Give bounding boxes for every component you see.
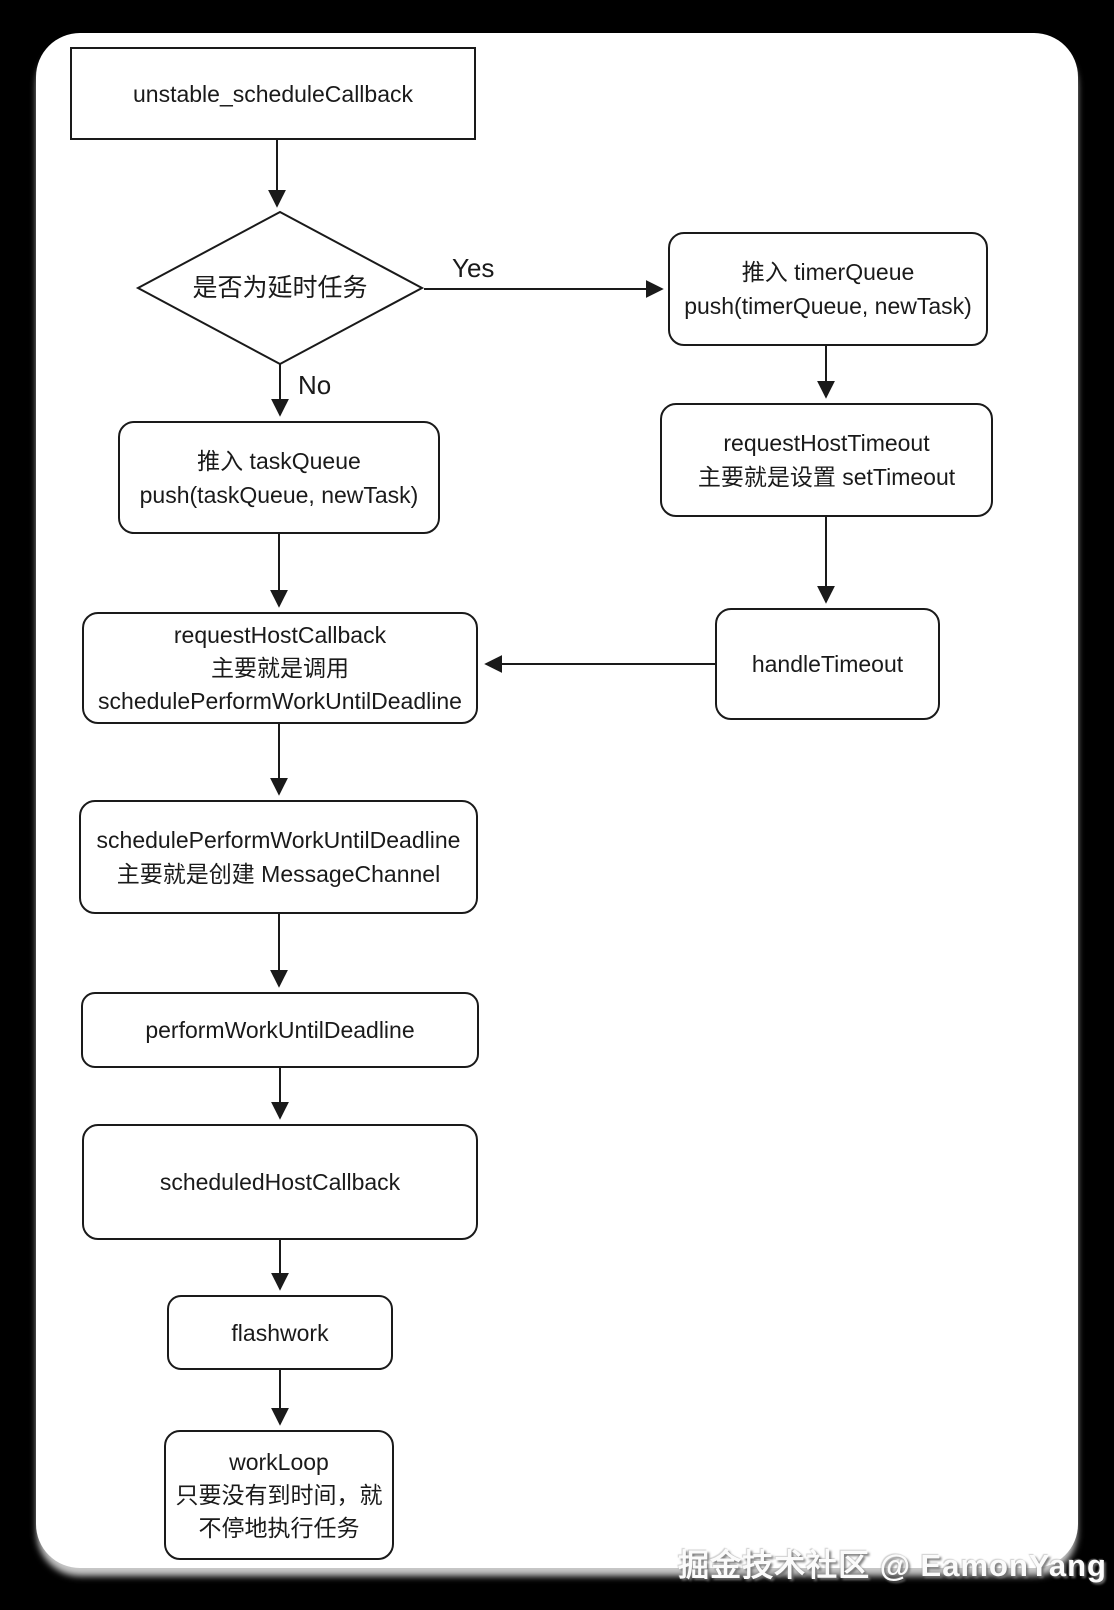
decision-label: 是否为延时任务: [160, 268, 400, 308]
node-label-line1: requestHostTimeout: [723, 430, 930, 456]
node-label-line2: 主要就是调用: [211, 654, 349, 681]
node-request-host-timeout: requestHostTimeout 主要就是设置 setTimeout: [660, 403, 993, 517]
node-label-line1: requestHostCallback: [173, 621, 387, 648]
node-label: flashwork: [231, 1319, 329, 1346]
node-label-line2: push(taskQueue, newTask): [139, 481, 419, 508]
node-flashwork: flashwork: [167, 1295, 393, 1370]
node-work-loop: workLoop 只要没有到时间，就 不停地执行任务: [164, 1430, 394, 1560]
node-label: 是否为延时任务: [192, 274, 368, 302]
node-label-line1: schedulePerformWorkUntilDeadline: [96, 827, 461, 853]
node-unstable-schedule-callback: unstable_scheduleCallback: [70, 47, 476, 140]
node-label-line3: schedulePerformWorkUntilDeadline: [98, 687, 462, 714]
edge-label-no: No: [298, 370, 332, 400]
node-request-host-callback: requestHostCallback 主要就是调用 schedulePerfo…: [82, 612, 478, 724]
node-label: performWorkUntilDeadline: [145, 1017, 415, 1043]
node-label-line1: 推入 timerQueue: [741, 259, 915, 285]
node-label-line2: 只要没有到时间，就: [175, 1481, 383, 1508]
node-push-task-queue: 推入 taskQueue push(taskQueue, newTask): [118, 421, 440, 534]
node-label: unstable_scheduleCallback: [132, 80, 414, 107]
watermark: 掘金技术社区 @ EamonYang: [678, 1548, 1107, 1583]
node-label-line3: 不停地执行任务: [198, 1514, 360, 1541]
node-schedule-perform-work-until-deadline: schedulePerformWorkUntilDeadline 主要就是创建 …: [79, 800, 478, 914]
node-label-line1: workLoop: [229, 1448, 329, 1475]
node-label: scheduledHostCallback: [159, 1169, 401, 1195]
node-push-timer-queue: 推入 timerQueue push(timerQueue, newTask): [668, 232, 988, 346]
node-label: handleTimeout: [751, 651, 904, 677]
node-label-line2: 主要就是创建 MessageChannel: [116, 861, 441, 887]
edge-label-yes: Yes: [452, 253, 495, 283]
node-scheduled-host-callback: scheduledHostCallback: [82, 1124, 478, 1240]
node-label-line1: 推入 taskQueue: [197, 447, 361, 474]
node-label-line2: push(timerQueue, newTask): [684, 293, 972, 319]
node-perform-work-until-deadline: performWorkUntilDeadline: [81, 992, 479, 1068]
node-label-line2: 主要就是设置 setTimeout: [697, 464, 956, 490]
node-handle-timeout: handleTimeout: [715, 608, 940, 720]
